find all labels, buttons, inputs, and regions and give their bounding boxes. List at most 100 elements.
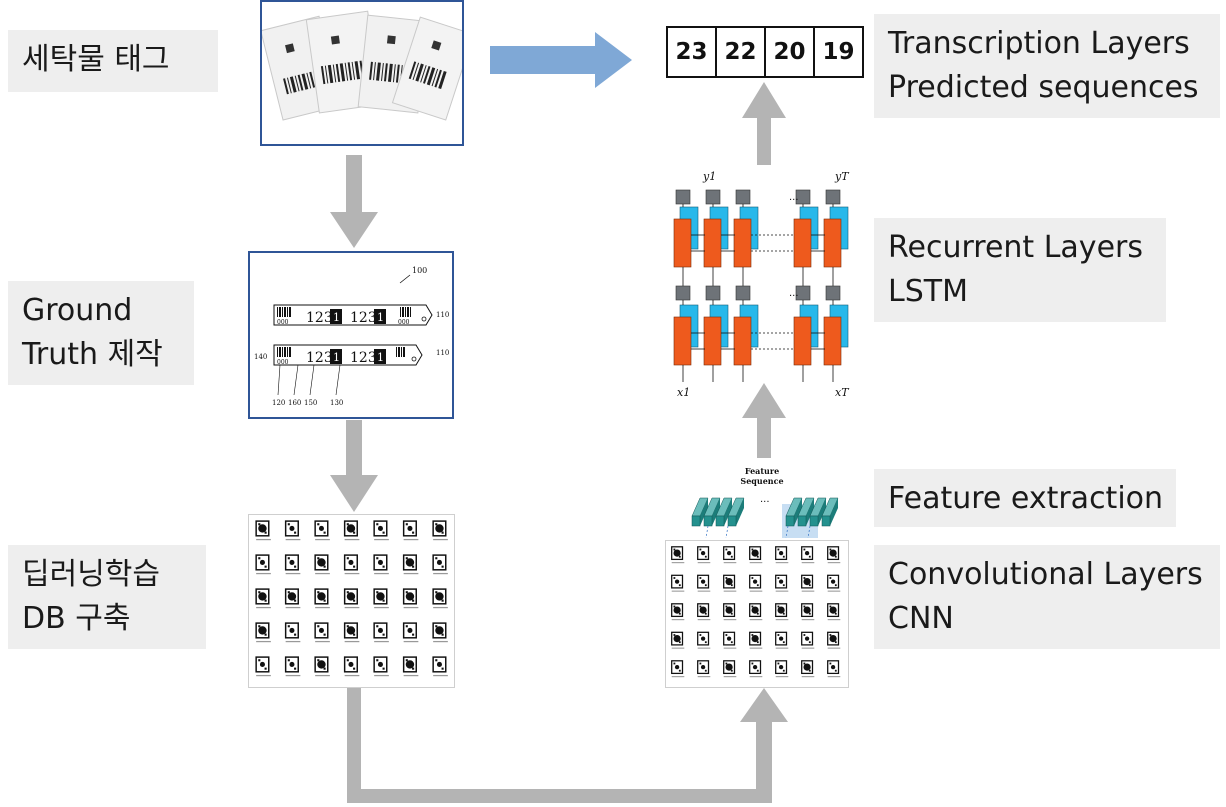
label-convolutional-line1: Convolutional Layers [888,557,1203,592]
feature-dots: ... [760,494,770,505]
label-laundry-tag-line: 세탁물 태그 [22,42,170,77]
glyph-cell [827,660,841,678]
cnn-input-grid [665,540,849,688]
glyph-cell [723,574,737,592]
label-recurrent: Recurrent Layers LSTM [874,218,1166,322]
lstm-unit [733,189,759,286]
glyph-cell [402,656,419,677]
glyph-cell [343,622,360,643]
glyph-cell [775,603,789,621]
glyph-cell [749,660,763,678]
glyph-cell [284,622,301,643]
label-ground-truth: Ground Truth 제작 [8,281,194,385]
label-y1: y1 [702,170,716,183]
glyph-cell [432,554,448,575]
glyph-cell [723,546,737,564]
label-transcription-line1: Transcription Layers [888,26,1190,61]
sequence-cell: 23 [668,28,717,76]
glyph-cell [432,520,448,541]
glyph-cell [284,554,301,575]
label-transcription: Transcription Layers Predicted sequences [874,14,1220,118]
sequence-cell: 19 [822,39,855,65]
glyph-cell [801,631,815,649]
glyph-cell [671,631,685,649]
ref-bottom: 160 [288,399,301,407]
glyph-cell [671,546,685,564]
glyph-cell [775,631,789,649]
glyph-cell [314,622,330,643]
sequence-cell: 20 [766,28,815,76]
glyph-cell [723,631,737,649]
gt-code-left: 000 [277,359,289,366]
arrow-to-transcription [490,32,632,88]
glyph-cell [255,588,271,609]
gt-digits: 123 [306,350,333,366]
glyph-cell [432,622,448,643]
glyph-cell [432,588,448,609]
glyph-cell [749,603,763,621]
glyph-cell [697,546,711,564]
glyph-cell [255,554,271,575]
arrow-ground-truth-to-db [330,420,378,512]
label-recurrent-line2: LSTM [888,274,968,309]
gt-code-right: 000 [398,319,410,326]
glyph-cell [775,574,789,592]
glyph-cell [402,554,419,575]
glyph-cell [827,574,841,592]
label-convolutional: Convolutional Layers CNN [874,545,1220,649]
glyph-cell [775,660,789,678]
glyph-cell [314,520,330,541]
glyph-cell [373,520,389,541]
label-db-build-line1: 딥러닝학습 [22,557,160,592]
lstm-dots-top: ... [789,192,799,203]
feature-bar [809,497,827,527]
label-x1: x1 [677,386,690,399]
glyph-cell [343,588,360,609]
gt-tag-top: 000 123 1 123 1 000 110 [273,304,449,326]
gt-box-digit: 1 [333,311,340,324]
glyph-cell [827,546,841,564]
glyph-cell [343,656,360,677]
label-xT: xT [835,386,850,399]
feature-bar [703,497,721,527]
glyph-cell [749,574,763,592]
glyph-cell [402,622,419,643]
arrow-tag-to-ground-truth [330,155,378,248]
glyph-cell [343,520,360,541]
lstm-unit [793,285,819,382]
glyph-cell [671,660,685,678]
glyph-cell [255,622,271,643]
glyph-cell [723,603,737,621]
glyph-cell [827,631,841,649]
feature-bar [715,497,733,527]
glyph-cell [697,660,711,678]
glyph-cell [697,574,711,592]
ref-110-bottom: 110 [436,349,449,357]
glyph-cell [284,656,301,677]
glyph-cell [801,574,815,592]
lstm-unit [673,285,699,382]
sequence-cell: 22 [717,28,766,76]
gt-digits: 123 [350,350,377,366]
glyph-cell [284,588,301,609]
arrow-cnn-to-lstm [742,383,786,458]
label-recurrent-line1: Recurrent Layers [888,230,1143,265]
lstm-unit [733,285,759,382]
glyph-cell [749,546,763,564]
glyph-cell [723,660,737,678]
glyph-cell [402,520,419,541]
lstm-unit [823,189,849,286]
label-yT: yT [834,170,850,183]
feature-bar [727,497,745,527]
glyph-cell [314,554,330,575]
lstm-unit [823,285,849,382]
glyph-cell [343,554,360,575]
feature-bar [821,497,839,527]
lstm-unit [703,285,729,382]
laundry-tag-photo [260,0,475,146]
predicted-sequence: 23 22 20 19 [666,26,864,78]
arrow-lstm-to-transcription [742,82,786,165]
label-transcription-line2: Predicted sequences [888,70,1199,105]
glyph-cell [749,631,763,649]
